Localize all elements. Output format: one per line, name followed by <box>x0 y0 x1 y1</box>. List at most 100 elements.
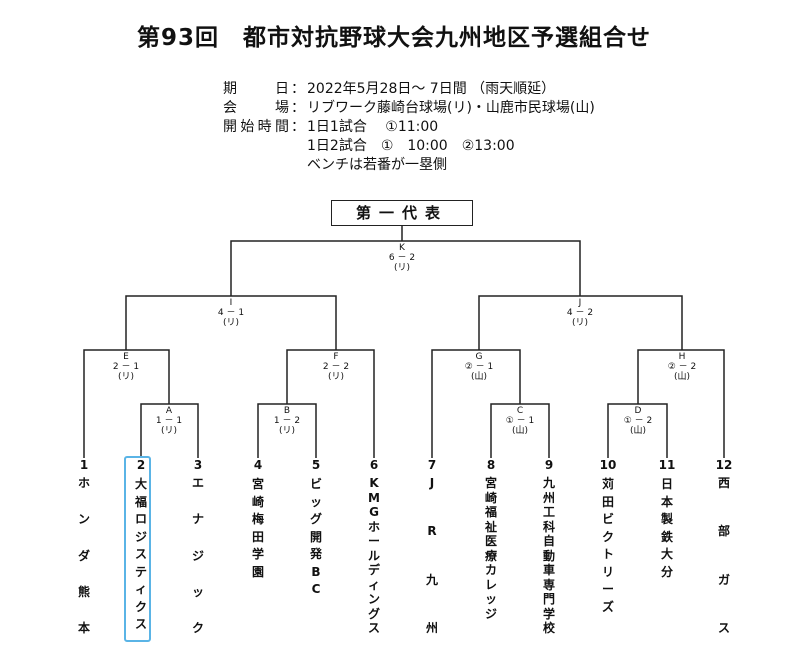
team-name-char: ナ <box>191 512 204 527</box>
match-venue: (山) <box>511 426 529 436</box>
team-name-char: ビ <box>601 512 614 526</box>
date-label: 期 日 <box>223 81 289 97</box>
team-name-char: ビ <box>309 477 322 491</box>
match-venue: (リ) <box>393 263 411 273</box>
match-h: H ② － 2 (山) <box>652 352 712 382</box>
team-number: 7 <box>427 458 437 472</box>
match-score: ① － 2 <box>623 416 653 426</box>
team-name-char: ン <box>367 592 380 606</box>
team-name-char: 校 <box>542 621 555 635</box>
team-name-char: 九 <box>425 572 438 587</box>
team-name-char: ト <box>601 547 614 561</box>
team-name-char: 園 <box>251 564 264 579</box>
team-name-char: 崎 <box>484 490 497 505</box>
match-a: A 1 － 1 (リ) <box>139 406 199 436</box>
match-c: C ① － 1 (山) <box>490 406 550 436</box>
team-name-char: 自 <box>542 534 555 548</box>
team-number: 9 <box>544 458 554 472</box>
team-name-char: 西 <box>717 476 730 490</box>
team-name-char: ス <box>134 547 147 561</box>
venue-value: リブワーク藤崎台球場(リ)・山鹿市民球場(山) <box>307 100 595 116</box>
team-2-highlight <box>124 456 151 642</box>
bench-note: ベンチは若番が一塁側 <box>307 157 447 173</box>
team-name-char: 大 <box>134 477 147 491</box>
team-name-char: エ <box>191 476 204 490</box>
team-name-char: ッ <box>484 592 497 606</box>
match-score: 2 － 1 <box>112 362 140 372</box>
team-name-char: カ <box>484 563 497 577</box>
team-name-char: ホ <box>367 519 380 534</box>
bracket-line-i <box>125 295 337 350</box>
match-e: E 2 － 1 (リ) <box>96 352 156 382</box>
match-venue: (リ) <box>327 372 345 382</box>
match-venue: (山) <box>673 372 691 382</box>
team-name-char: R <box>427 524 437 539</box>
team-number: 10 <box>599 458 617 472</box>
team-name-char: 田 <box>251 529 264 544</box>
team-name-char: ッ <box>309 494 322 509</box>
bracket-line-g <box>431 349 521 458</box>
team-name-char: リ <box>601 564 614 579</box>
team-name: 西部ガス <box>709 476 739 636</box>
team-name-char: ー <box>367 534 380 548</box>
match-venue: (リ) <box>117 372 135 382</box>
team-name-char: 療 <box>484 548 497 563</box>
tournament-info: 期 日：2022年5月28日～ 7日間 （雨天順延） 会 場：リブワーク藤崎台球… <box>223 80 595 175</box>
bracket-line-f <box>286 349 375 458</box>
team-name: 日本製鉄大分 <box>652 476 682 636</box>
colon: ： <box>291 100 305 116</box>
team-name-char: ロ <box>134 512 147 526</box>
bracket-line-e <box>83 349 170 458</box>
venue-label: 会 場 <box>223 100 289 116</box>
team-name-char: 分 <box>660 564 673 579</box>
bracket-line-a <box>140 403 199 458</box>
match-id: K <box>399 243 405 253</box>
match-venue: (リ) <box>160 426 178 436</box>
team-name-char: ク <box>601 529 614 544</box>
team-name-char: 崎 <box>251 494 264 509</box>
match-venue: (リ) <box>222 318 240 328</box>
team-12: 12 西部ガス <box>709 458 739 635</box>
match-id: J <box>578 298 582 308</box>
team-name-char: デ <box>367 563 380 577</box>
team-number: 12 <box>715 458 733 472</box>
team-name-char: 本 <box>77 621 90 635</box>
team-name-char: ホ <box>77 476 90 490</box>
team-name-char: 苅 <box>601 477 614 491</box>
team-name: 宮崎梅田学園 <box>243 476 273 636</box>
team-name-char: 日 <box>660 477 673 491</box>
match-score: 4 － 1 <box>217 308 245 318</box>
team-number: 5 <box>311 458 321 472</box>
page-title: 第93回 都市対抗野球大会九州地区予選組合せ <box>136 25 651 51</box>
team-name-char: ル <box>367 548 380 563</box>
team-name-char: 本 <box>660 494 673 509</box>
team-number: 4 <box>253 458 263 472</box>
match-venue: (リ) <box>278 426 296 436</box>
team-name-char: テ <box>134 564 147 579</box>
team-name-char: グ <box>367 606 380 621</box>
venue-row: 会 場：リブワーク藤崎台球場(リ)・山鹿市民球場(山) <box>223 99 595 118</box>
colon: ： <box>291 119 305 135</box>
match-id: I <box>229 298 233 308</box>
team-name-char: M <box>368 490 380 505</box>
team-name: 大福ロジスティクス <box>126 476 156 636</box>
match-g: G ② － 1 (山) <box>449 352 509 382</box>
team-name-char: ジ <box>191 548 204 563</box>
team-name-char: ク <box>191 621 204 635</box>
team-name-char: 祉 <box>484 519 497 534</box>
team-number: 3 <box>193 458 203 472</box>
team-name-char: 科 <box>542 519 555 534</box>
team-name-char: ス <box>134 617 147 631</box>
bracket-line-k <box>230 226 581 296</box>
team-name-char: 発 <box>309 547 322 561</box>
bracket-line-b <box>257 403 317 458</box>
colon: ： <box>291 81 305 97</box>
match-score: 1 － 2 <box>273 416 301 426</box>
